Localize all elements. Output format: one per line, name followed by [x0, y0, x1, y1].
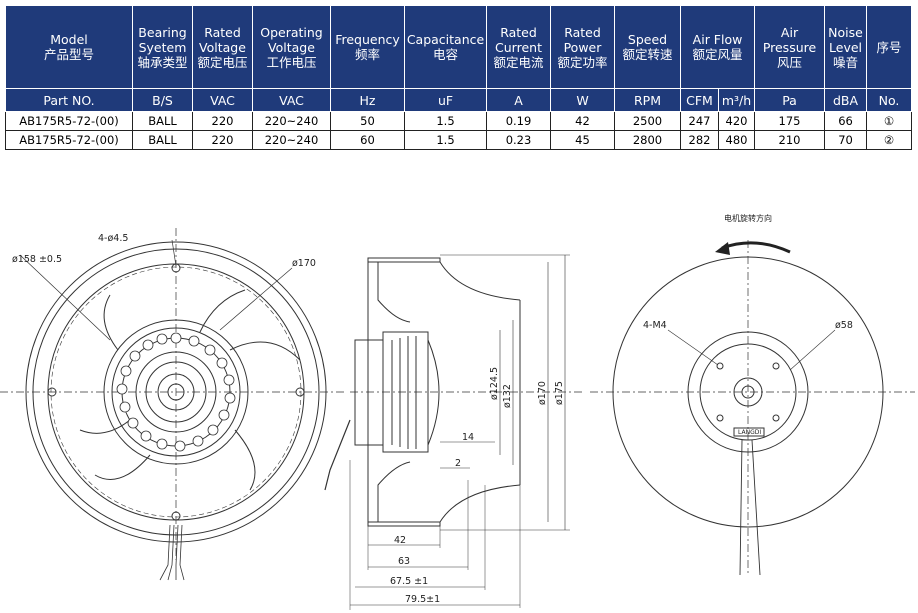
side-dim-2-label: 2 — [455, 458, 461, 469]
front-view — [0, 228, 345, 581]
rotation-arrow-icon — [721, 241, 791, 254]
table-cell: 45 — [550, 130, 615, 150]
table-cell: 70 — [824, 130, 868, 150]
table-cell: 220 — [192, 111, 253, 131]
table-cell: BALL — [132, 111, 193, 131]
side-dim-67-label: 67.5 ±1 — [390, 576, 428, 587]
table-cell: ② — [866, 130, 913, 150]
unit-cell: VAC — [192, 88, 253, 112]
front-view-slots — [116, 332, 236, 452]
header-serial-no: 序号 — [866, 5, 913, 89]
unit-cell: No. — [866, 88, 913, 112]
table-cell: 2800 — [614, 130, 681, 150]
side-dia-132-label: ø132 — [502, 384, 513, 408]
back-dia-label: ø58 — [835, 320, 853, 331]
technical-drawings: 4-ø4.5 ø158 ±0.5 ø170 — [0, 213, 915, 610]
unit-cell: CFM — [680, 88, 719, 112]
table-cell: AB175R5-72-(00) — [5, 130, 133, 150]
rotation-direction-label: 电机旋转方向 — [724, 213, 772, 223]
table-row: AB175R5-72-(00) BALL 220 220~240 50 1.5 … — [5, 111, 913, 131]
table-cell: BALL — [132, 130, 193, 150]
back-screws-label: 4-M4 — [643, 320, 667, 331]
table-cell: 2500 — [614, 111, 681, 131]
unit-cell: m³/h — [717, 88, 756, 112]
side-dim-63-label: 63 — [398, 556, 410, 567]
table-cell: 0.23 — [486, 130, 551, 150]
unit-cell: Hz — [330, 88, 405, 112]
unit-cell: Pa — [754, 88, 826, 112]
back-view — [590, 240, 915, 576]
unit-cell: A — [486, 88, 551, 112]
table-cell: 1.5 — [404, 111, 487, 131]
side-dia-175-label: ø175 — [554, 381, 565, 405]
table-cell: 210 — [754, 130, 826, 150]
table-cell: 175 — [754, 111, 826, 131]
unit-cell: uF — [404, 88, 487, 112]
table-cell: 0.19 — [486, 111, 551, 131]
side-dim-14-label: 14 — [462, 432, 474, 443]
table-cell: 220~240 — [252, 111, 331, 131]
table-cell: 247 — [680, 111, 719, 131]
unit-row: Part NO. B/S VAC VAC Hz uF A W RPM CFM m… — [5, 88, 913, 112]
table-cell: 220~240 — [252, 130, 331, 150]
table-cell: AB175R5-72-(00) — [5, 111, 133, 131]
table-cell: ① — [866, 111, 913, 131]
table-cell: 60 — [330, 130, 405, 150]
table-cell: 42 — [550, 111, 615, 131]
rotation-arrowhead-icon — [715, 242, 730, 255]
unit-cell: RPM — [614, 88, 681, 112]
unit-cell: VAC — [252, 88, 331, 112]
table-cell: 420 — [717, 111, 756, 131]
table-row: AB175R5-72-(00) BALL 220 220~240 60 1.5 … — [5, 130, 913, 150]
unit-cell: W — [550, 88, 615, 112]
table-cell: 220 — [192, 130, 253, 150]
front-holes-label: 4-ø4.5 — [98, 233, 128, 244]
unit-cell: B/S — [132, 88, 193, 112]
front-outer-dia-label: ø158 ±0.5 — [12, 254, 62, 265]
side-view — [324, 254, 585, 610]
table-cell: 66 — [824, 111, 868, 131]
front-dia-label: ø170 — [292, 258, 316, 269]
side-dim-79-label: 79.5±1 — [405, 594, 440, 605]
side-dim-42-label: 42 — [394, 535, 406, 546]
unit-cell: Part NO. — [5, 88, 133, 112]
table-cell: 50 — [330, 111, 405, 131]
side-dia-170-label: ø170 — [537, 381, 548, 405]
table-cell: 1.5 — [404, 130, 487, 150]
table-cell: 282 — [680, 130, 719, 150]
unit-cell: dBA — [824, 88, 868, 112]
side-dia-124-label: ø124.5 — [489, 367, 500, 400]
brand-label: LANGDI — [738, 429, 761, 436]
table-cell: 480 — [717, 130, 756, 150]
